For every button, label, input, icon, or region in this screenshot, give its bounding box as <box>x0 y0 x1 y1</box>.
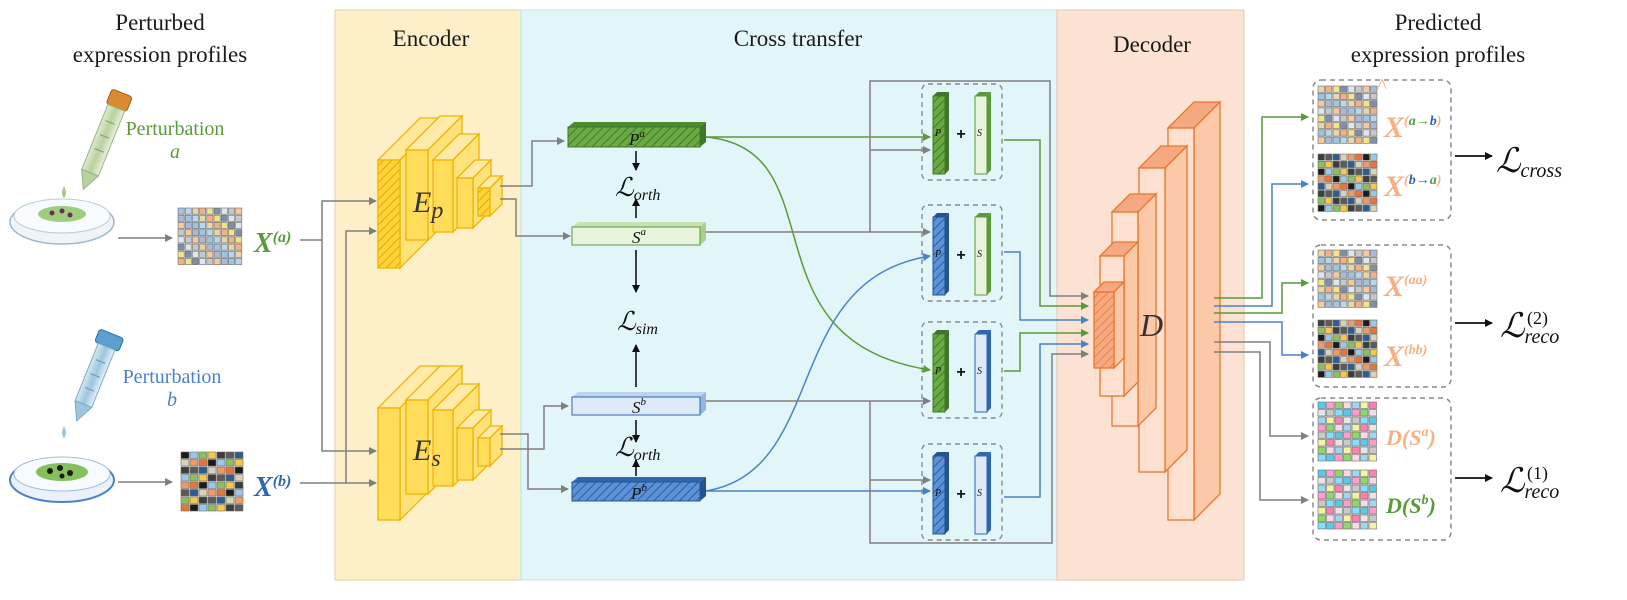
heading-perturbed: Perturbed <box>115 10 205 35</box>
svg-text:^: ^ <box>1377 73 1388 98</box>
output-label-xba: X(b→a) <box>1383 170 1441 203</box>
loss-orth-bottom: ℒorth <box>615 433 660 464</box>
heading-encoder: Encoder <box>393 26 470 51</box>
output-group-reco2 <box>1312 244 1452 388</box>
cross-transfer-lines <box>705 80 1053 544</box>
input-matrix-a-grid <box>177 207 243 265</box>
latent-sa-bar <box>571 222 706 246</box>
loss-reco-1: ℒreco <box>1500 463 1559 503</box>
test-tube-b-icon <box>62 329 124 438</box>
loss-sim: ℒsim <box>617 307 658 338</box>
output-matrix-dsa <box>1317 401 1377 462</box>
sa-label: Sa <box>632 226 647 247</box>
decoder-to-output-lines <box>1214 113 1309 504</box>
final-loss-arrows <box>1455 152 1493 482</box>
es-layer-5 <box>476 424 504 468</box>
combo-2-left-label: P <box>934 249 941 260</box>
heading-decoder: Decoder <box>1113 32 1191 57</box>
loss-cross: ℒcross <box>1496 143 1562 182</box>
output-matrix-xba <box>1317 153 1378 212</box>
output-matrix-xab <box>1317 85 1378 144</box>
combo-box-3: P + S <box>921 321 1003 419</box>
encoder-es <box>376 364 504 522</box>
combo-2-plus: + <box>956 247 965 264</box>
latent-sb-bar <box>571 392 706 416</box>
combo-group: P + S P + S P + S P + S <box>921 83 1003 541</box>
input-matrix-b <box>180 451 244 512</box>
heading-expression-profiles-right: expression profiles <box>1351 42 1525 67</box>
svg-text:D(Sa): D(Sa) <box>1385 425 1436 450</box>
input-routing-lines <box>300 197 377 487</box>
ep-label: Ep <box>412 186 443 224</box>
perturbation-b-letter: b <box>167 389 177 411</box>
combo-to-decoder-lines <box>1004 86 1089 540</box>
output-label-xbb: X(bb) <box>1383 340 1427 373</box>
combo-3-right-label: S <box>977 366 982 377</box>
combo-1-left-label: P <box>934 128 941 139</box>
output-label-dsa: D(Sa) <box>1385 425 1436 450</box>
heading-predicted: Predicted <box>1395 10 1482 35</box>
combo-4-left-label: P <box>934 488 941 499</box>
petri-dish-a-icon <box>9 198 115 245</box>
perturbation-a-label: Perturbation <box>126 118 225 140</box>
perturbation-a-letter: a <box>170 141 180 163</box>
combo-box-1: P + S <box>921 83 1003 181</box>
loss-orth-top: ℒorth <box>615 173 660 204</box>
output-matrix-xaa <box>1317 249 1378 308</box>
svg-text:D(Sb): D(Sb) <box>1385 493 1436 518</box>
heading-expression-profiles-left: expression profiles <box>73 42 247 67</box>
petri-dish-b-icon <box>9 456 115 503</box>
loss-reco-1-sup: (1) <box>1527 463 1548 484</box>
output-label-dsb: D(Sb) <box>1385 493 1436 518</box>
heading-cross-transfer: Cross transfer <box>734 26 863 51</box>
combo-1-plus: + <box>956 126 965 143</box>
xa-label: X(a) <box>253 228 291 259</box>
xb-label: X(b) <box>253 472 291 503</box>
perturbation-b-label: Perturbation <box>123 366 222 388</box>
loss-reco-2-sup: (2) <box>1527 308 1548 329</box>
pb-label: Pb <box>630 482 647 503</box>
decoder-d <box>1092 100 1222 522</box>
svg-text:X(aa): X(aa) <box>1383 270 1427 303</box>
svg-text:X(b→a): X(b→a) <box>1383 170 1441 203</box>
output-label-xab: ^ X(a→b) <box>1377 73 1442 144</box>
input-matrix-a <box>177 207 243 265</box>
output-label-xaa: X(aa) <box>1383 270 1427 303</box>
combo-4-right-label: S <box>977 488 982 499</box>
dec-layer-1 <box>1092 280 1126 370</box>
combo-box-2: P + S <box>921 204 1003 302</box>
output-matrix-xbb <box>1317 319 1378 378</box>
combo-4-plus: + <box>956 486 965 503</box>
input-matrix-b-grid <box>180 451 244 512</box>
es-label: Es <box>412 434 441 472</box>
ep-layer-5 <box>476 174 504 218</box>
combo-box-4: P + S <box>921 443 1003 541</box>
combo-3-plus: + <box>956 364 965 381</box>
latent-pa-bar <box>567 122 706 148</box>
svg-text:X(a→b): X(a→b) <box>1383 111 1441 144</box>
output-matrix-dsb <box>1317 469 1377 530</box>
combo-3-left-label: P <box>934 366 941 377</box>
encoder-to-latent-lines <box>500 137 571 493</box>
sb-label: Sb <box>632 396 647 417</box>
encoder-ep <box>376 114 504 270</box>
pa-label: Pa <box>628 128 645 149</box>
combo-1-right-label: S <box>977 128 982 139</box>
test-tube-a-icon <box>62 89 133 198</box>
loss-reco-2: ℒreco <box>1500 308 1559 348</box>
latent-pb-bar <box>571 477 706 502</box>
combo-2-right-label: S <box>977 249 982 260</box>
output-group-reco1 <box>1312 397 1452 541</box>
output-matrices <box>1317 85 1378 530</box>
svg-text:X(bb): X(bb) <box>1383 340 1427 373</box>
decoder-label: D <box>1139 307 1163 343</box>
